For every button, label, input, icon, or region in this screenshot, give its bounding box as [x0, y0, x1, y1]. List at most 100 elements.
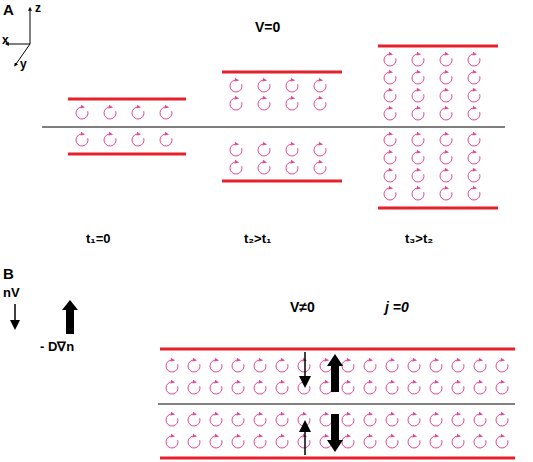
- vortex: [230, 162, 242, 174]
- vortex: [468, 170, 480, 182]
- vortex: [384, 54, 396, 66]
- vortex: [314, 80, 326, 92]
- vortex: [166, 436, 178, 448]
- vortex: [386, 382, 398, 394]
- axis-label: x: [2, 34, 9, 47]
- vortex: [364, 360, 376, 372]
- panel-letter: A: [3, 2, 14, 19]
- vortex: [384, 134, 396, 146]
- vortex: [320, 382, 332, 394]
- time-label: t₃>t₂: [405, 232, 433, 246]
- vortex: [160, 107, 172, 119]
- vortex: [496, 414, 508, 426]
- vortex: [254, 360, 266, 372]
- vortex: [408, 382, 420, 394]
- time-label: t₁=0: [86, 232, 111, 246]
- vortex: [496, 436, 508, 448]
- vortex: [258, 162, 270, 174]
- vortex: [230, 144, 242, 156]
- vortex: [412, 90, 424, 102]
- condition-label: V=0: [255, 20, 280, 35]
- vortex: [104, 107, 116, 119]
- vortex: [342, 436, 354, 448]
- vortex: [384, 170, 396, 182]
- vortex: [412, 54, 424, 66]
- vortex: [474, 382, 486, 394]
- vortex: [210, 436, 222, 448]
- vortex: [254, 414, 266, 426]
- vortex: [232, 414, 244, 426]
- axes: [8, 10, 30, 64]
- vortex: [104, 134, 116, 146]
- vortex: [188, 382, 200, 394]
- vortex: [210, 382, 222, 394]
- vortex: [440, 72, 452, 84]
- vortex: [468, 134, 480, 146]
- vortex: [76, 107, 88, 119]
- vortex: [276, 436, 288, 448]
- vortex: [254, 382, 266, 394]
- vortices: [76, 54, 508, 448]
- vortex: [412, 108, 424, 120]
- vortex: [386, 360, 398, 372]
- vortex: [496, 360, 508, 372]
- condition-label: V≠0: [290, 300, 315, 315]
- vortex: [286, 80, 298, 92]
- vortex: [232, 360, 244, 372]
- time-label: t₂>t₁: [244, 232, 271, 246]
- vortex: [210, 414, 222, 426]
- vortex: [440, 170, 452, 182]
- vortex: [452, 360, 464, 372]
- vortex: [342, 360, 354, 372]
- axis-label: z: [35, 2, 41, 15]
- vortex: [384, 152, 396, 164]
- vortex: [364, 436, 376, 448]
- vortex: [384, 188, 396, 200]
- vortex: [314, 144, 326, 156]
- vortex: [440, 152, 452, 164]
- vortex: [496, 382, 508, 394]
- vortex: [286, 98, 298, 110]
- vortex: [342, 414, 354, 426]
- vortex: [468, 152, 480, 164]
- flux-label: nV: [3, 286, 20, 300]
- vortex: [314, 98, 326, 110]
- vortex: [386, 414, 398, 426]
- vortex: [408, 360, 420, 372]
- vortex: [440, 134, 452, 146]
- vortex: [314, 162, 326, 174]
- vortex: [430, 382, 442, 394]
- vortex: [76, 134, 88, 146]
- vortex: [258, 144, 270, 156]
- vortex: [276, 382, 288, 394]
- vortex: [132, 107, 144, 119]
- vortex: [440, 108, 452, 120]
- vortex: [430, 360, 442, 372]
- vortex: [386, 436, 398, 448]
- vortex: [258, 98, 270, 110]
- panel-letter: B: [3, 266, 14, 283]
- vortex: [474, 360, 486, 372]
- axis-label: y: [20, 58, 27, 71]
- condition-label: j =0: [385, 300, 409, 315]
- vortex: [364, 382, 376, 394]
- flux-label: - D∇n: [40, 340, 74, 354]
- vortex: [230, 98, 242, 110]
- vortex: [440, 54, 452, 66]
- vortex: [286, 162, 298, 174]
- vortex: [188, 436, 200, 448]
- vortex: [430, 436, 442, 448]
- vortex: [276, 360, 288, 372]
- vortex: [320, 414, 332, 426]
- vortex: [452, 382, 464, 394]
- vortex: [232, 436, 244, 448]
- vortex: [384, 108, 396, 120]
- vortex: [468, 188, 480, 200]
- vortex: [452, 414, 464, 426]
- vortex: [160, 134, 172, 146]
- vortex: [166, 414, 178, 426]
- vortex: [364, 414, 376, 426]
- vortex: [254, 436, 266, 448]
